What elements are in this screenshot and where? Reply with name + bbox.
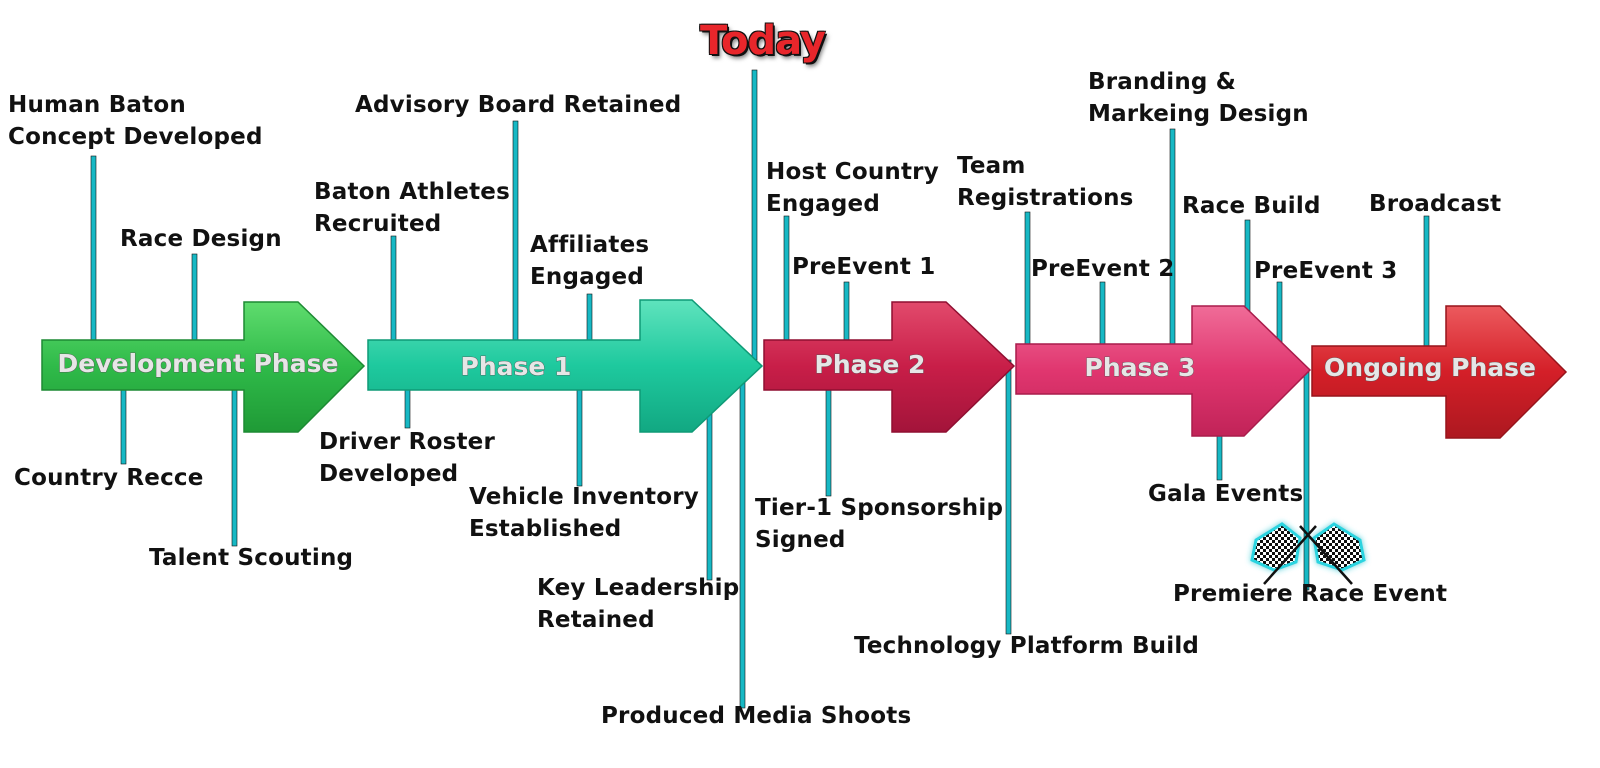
connector-tier1 — [825, 389, 832, 497]
label-advisory-board: Advisory Board Retained — [355, 92, 682, 118]
connector-affiliates — [586, 293, 593, 341]
label-tier1-sponsorship: Tier-1 Sponsorship Signed — [755, 495, 1004, 553]
label-vehicle-inventory: Vehicle Inventory Established — [469, 484, 699, 542]
arrow-label-phase-2: Phase 2 — [815, 350, 926, 379]
connector-talent-scouting — [231, 389, 238, 547]
label-preevent-2: PreEvent 2 — [1031, 256, 1175, 282]
label-talent-scouting: Talent Scouting — [149, 545, 354, 571]
label-driver-roster: Driver Roster Developed — [319, 429, 495, 487]
label-preevent-1: PreEvent 1 — [792, 254, 936, 280]
arrow-label-ongoing: Ongoing Phase — [1324, 353, 1536, 382]
label-host-country: Host Country Engaged — [766, 159, 939, 217]
label-premiere-race: Premiere Race Event — [1173, 581, 1448, 607]
connector-driver-roster — [404, 389, 411, 429]
label-media-shoots: Produced Media Shoots — [601, 703, 912, 729]
arrow-phase-2: Phase 2 — [763, 301, 1016, 433]
label-key-leadership: Key Leadership Retained — [537, 575, 740, 633]
label-branding: Branding & Markeing Design — [1088, 69, 1309, 127]
label-country-recce: Country Recce — [14, 465, 204, 491]
label-preevent-3: PreEvent 3 — [1254, 258, 1398, 284]
arrow-phase-3: Phase 3 — [1015, 305, 1312, 437]
today-label: Today — [700, 18, 826, 64]
label-team-registrations: Team Registrations — [957, 153, 1134, 211]
connector-race-design — [191, 253, 198, 341]
connector-human-baton — [90, 155, 97, 341]
connector-country-recce — [120, 389, 127, 465]
label-tech-platform: Technology Platform Build — [854, 633, 1200, 659]
connector-tech-platform — [1005, 359, 1012, 635]
connector-team-registrations — [1024, 211, 1031, 345]
connector-host-country — [783, 215, 790, 341]
arrow-label-phase-3: Phase 3 — [1085, 353, 1196, 382]
label-human-baton: Human Baton Concept Developed — [8, 92, 263, 150]
label-baton-athletes: Baton Athletes Recruited — [314, 179, 510, 237]
connector-advisory-board — [512, 120, 519, 341]
label-gala-events: Gala Events — [1148, 481, 1304, 507]
connector-premiere — [1303, 371, 1310, 591]
label-race-build: Race Build — [1182, 193, 1321, 219]
arrow-phase-1: Phase 1 — [367, 299, 764, 433]
connector-key-leadership — [706, 399, 713, 581]
arrow-ongoing-phase: Ongoing Phase — [1311, 305, 1568, 439]
arrow-development-phase: Development Phase — [41, 301, 366, 433]
arrow-label-phase-1: Phase 1 — [461, 352, 572, 381]
connector-broadcast — [1423, 215, 1430, 347]
connector-preevent1 — [843, 281, 850, 341]
label-race-design: Race Design — [120, 226, 282, 252]
arrow-label-development: Development Phase — [58, 349, 339, 378]
connector-branding — [1169, 128, 1176, 345]
connector-today — [751, 69, 758, 361]
label-affiliates: Affiliates Engaged — [530, 232, 650, 290]
connector-media-shoots — [739, 359, 746, 709]
connector-preevent3 — [1276, 281, 1283, 345]
connector-preevent2 — [1099, 281, 1106, 345]
connector-baton-athletes — [390, 235, 397, 341]
checkered-flags-icon — [1250, 522, 1366, 585]
label-broadcast: Broadcast — [1369, 191, 1502, 217]
connector-vehicle-inventory — [576, 389, 583, 487]
